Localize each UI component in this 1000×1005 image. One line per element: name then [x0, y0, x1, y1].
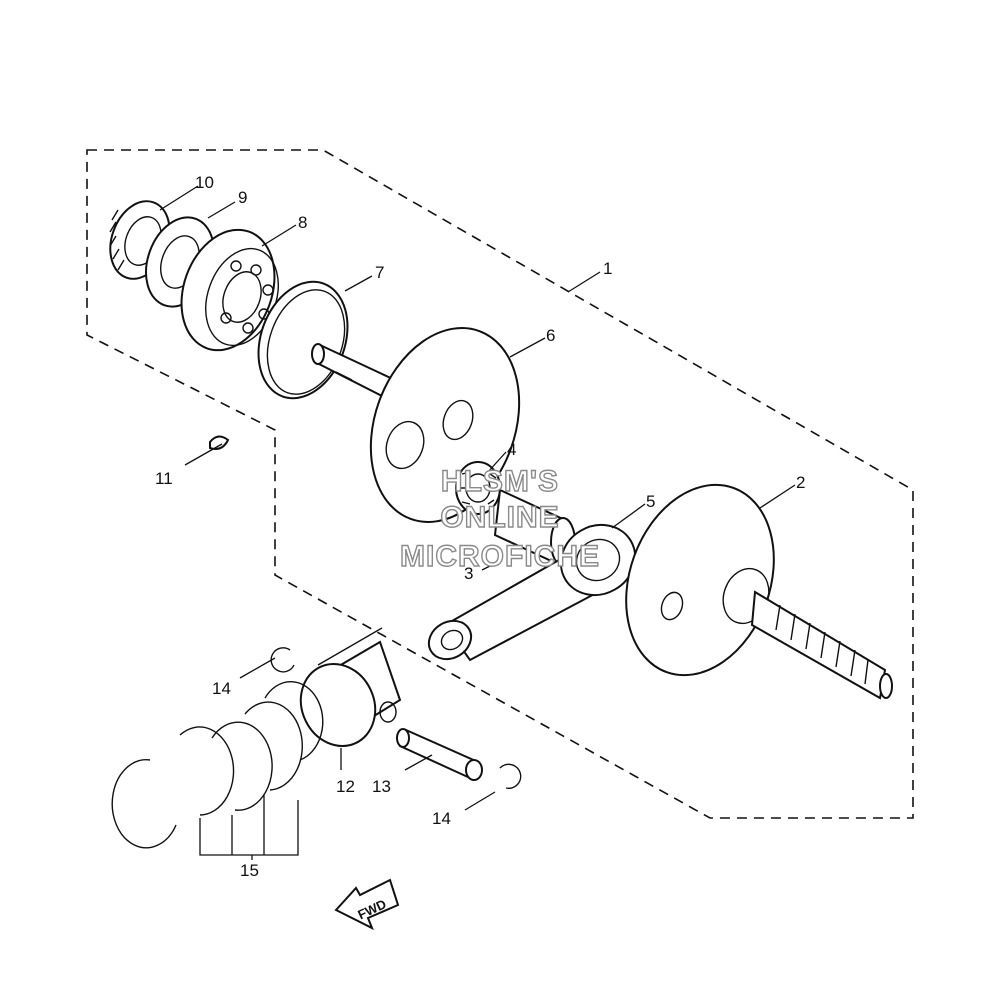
- callout-8: 8: [298, 213, 307, 232]
- part-7-ring: [257, 280, 349, 400]
- fwd-direction-arrow: FWD: [334, 878, 400, 931]
- callout-12: 12: [336, 777, 355, 796]
- callout-13: 13: [372, 777, 391, 796]
- part-4-needle-bearing: [455, 461, 501, 515]
- part-2-crank-web-right: [625, 483, 893, 700]
- part-15-piston-rings: [111, 681, 324, 860]
- callout-11: 11: [155, 469, 173, 488]
- part-13-piston-pin: [396, 728, 483, 781]
- watermark-line-3: MICROFICHE: [400, 540, 600, 573]
- part-14-circlip-upper: [270, 647, 295, 673]
- watermark: HLSM'S ONLINE MICROFICHE: [399, 464, 600, 573]
- part-5-connecting-rod: [427, 523, 637, 662]
- callout-7: 7: [375, 263, 384, 282]
- callout-10: 10: [195, 173, 214, 192]
- callout-15: 15: [240, 861, 259, 880]
- part-8-bearing: [180, 228, 279, 352]
- callout-2: 2: [796, 473, 805, 492]
- watermark-line-1: HLSM'S: [441, 465, 559, 498]
- callout-6: 6: [546, 326, 555, 345]
- part-12-piston: [299, 627, 402, 747]
- assembly-1-boundary: [86, 149, 914, 819]
- callout-3: 3: [464, 564, 473, 583]
- callout-4: 4: [507, 440, 516, 459]
- part-14-circlip-lower: [499, 763, 522, 789]
- callout-14-lower: 14: [432, 809, 451, 828]
- leader-lines: [159, 185, 796, 811]
- callout-labels: 1 2 3 4 5 6 7 8 9 10 11 12 13 14 14 15: [155, 173, 805, 880]
- watermark-line-2: ONLINE: [440, 501, 559, 534]
- part-11-woodruff-key: [209, 435, 230, 450]
- callout-14-upper: 14: [212, 679, 231, 698]
- callout-9: 9: [238, 188, 247, 207]
- callout-1: 1: [603, 259, 612, 278]
- callout-5: 5: [646, 492, 655, 511]
